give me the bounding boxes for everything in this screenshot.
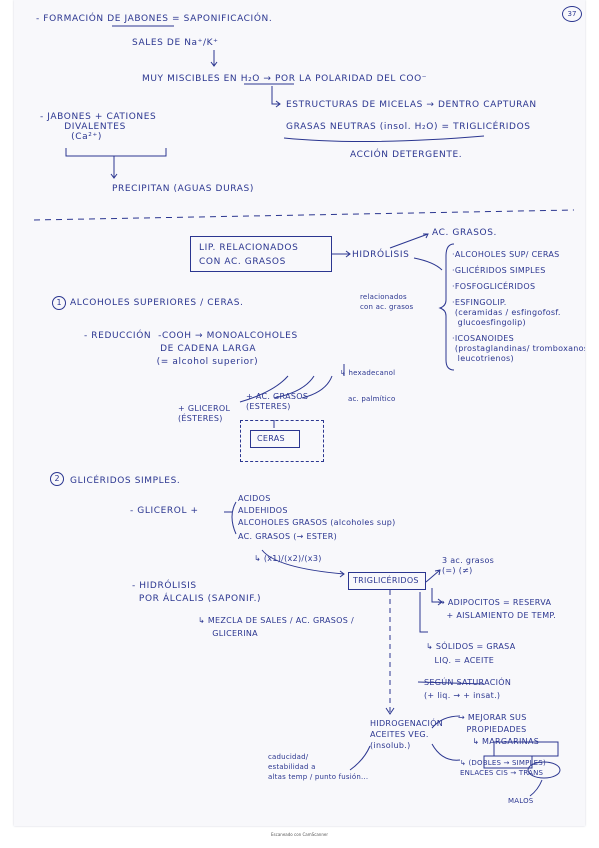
palmitic-note: ac. palmítico — [348, 395, 396, 403]
glycerol-text: - GLICEROL + — [130, 506, 199, 516]
salts-text: SALES DE Na⁺/K⁺ — [132, 38, 219, 48]
page-number-circle: 37 — [562, 6, 582, 22]
glycerol-esters: + GLICEROL (ÉSTERES) — [178, 404, 231, 423]
lipid-list-item: ·GLICÉRIDOS SIMPLES — [452, 266, 546, 275]
bad-label: MALOS — [508, 797, 534, 805]
ceras-box: CERAS — [250, 430, 300, 448]
glycerol-branch: AC. GRASOS (→ ESTER) — [238, 532, 338, 541]
glycerol-branch: ALCOHOLES GRASOS (alcoholes sup) — [238, 518, 396, 527]
section-1-title: ALCOHOLES SUPERIORES / CERAS. — [70, 298, 244, 308]
alkali-hydrolysis-text: - HIDRÓLISIS POR ÁLCALIS (SAPONIF.) — [132, 581, 262, 604]
miscible-text: MUY MISCIBLES EN H₂O → POR LA POLARIDAD … — [142, 74, 428, 84]
improve-properties-text: → MEJORAR SUS PROPIEDADES ↳ MARGARINAS — [458, 713, 540, 746]
mixture-text: ↳ MEZCLA DE SALES / AC. GRASOS / GLICERI… — [198, 616, 354, 638]
micelles-text: ESTRUCTURAS DE MICELAS → DENTRO CAPTURAN — [286, 100, 537, 110]
detergent-text: ACCIÓN DETERGENTE. — [350, 150, 463, 160]
precipitate-text: PRECIPITAN (AGUAS DURAS) — [112, 184, 254, 194]
hydrolysis-label: HIDRÓLISIS — [352, 250, 410, 260]
ceras-dashed-box — [240, 420, 324, 462]
hydrogenation-text: HIDROGENACIÓN ACEITES VEG. (insolub.) — [370, 719, 444, 750]
solids-liquids-text: ↳ SÓLIDOS = GRASA LIQ. = ACEITE — [426, 642, 516, 665]
lipid-list-item: ·ESFINGOLIP. (ceramidas / esfingofosf. g… — [452, 298, 561, 327]
notebook-page: 37 - FORMACIÓN DE JABONES = SAPONIFICACI… — [14, 0, 585, 826]
triglycerides-label: TRIGLICÉRIDOS — [353, 576, 419, 585]
lipid-list-item: ·ICOSANOIDES (prostaglandinas/ tromboxan… — [452, 334, 585, 363]
reduction-text: - REDUCCIÓN -COOH → MONOALCOHOLES DE CAD… — [84, 331, 298, 367]
soaps-cations-text: - JABONES + CATIONES DIVALENTES (Ca²⁺) — [40, 112, 157, 142]
lipids-box: LIP. RELACIONADOS CON AC. GRASOS — [190, 236, 332, 272]
related-note: relacionados con ac. grasos — [360, 293, 414, 311]
ceras-label: CERAS — [257, 434, 285, 443]
glycerol-branch: ACIDOS — [238, 494, 271, 503]
handwritten-arrows — [33, 25, 575, 797]
section-2-title: GLICÉRIDOS SIMPLES. — [70, 476, 181, 486]
hexadecanol-note: ↳ hexadecanol — [340, 369, 396, 377]
lipid-list-item: ·FOSFOGLICÉRIDOS — [452, 282, 536, 291]
three-fatty-acids-note: 3 ac. grasos (=) (≠) — [442, 556, 495, 575]
section-1-number: 1 — [52, 296, 66, 310]
glycerol-branch: ALDEHIDOS — [238, 506, 288, 515]
triglycerides-box: TRIGLICÉRIDOS — [348, 572, 426, 590]
bonds-text: ↳ (DOBLES → SIMPLES) ENLACES CIS → TRANS — [460, 759, 546, 777]
fatty-acids-esters: + AC. GRASOS (ESTERES) — [246, 392, 309, 411]
scanner-footer: Escaneado con CamScanner — [271, 832, 328, 837]
lipid-list-item: ·ALCOHOLES SUP/ CERAS — [452, 250, 560, 259]
fatty-acids-label: AC. GRASOS. — [432, 228, 497, 238]
counts-text: ↳ (x1)/(x2)/(x3) — [254, 554, 322, 563]
saturation-text: SEGÚN SATURACIÓN (+ liq. → + insat.) — [424, 678, 512, 700]
neutral-fats-text: GRASAS NEUTRAS (insol. H₂O) = TRIGLICÉRI… — [286, 122, 531, 132]
adipocytes-text: → ADIPOCITOS = RESERVA + AISLAMIENTO DE … — [438, 598, 557, 620]
lipids-box-text: LIP. RELACIONADOS CON AC. GRASOS — [199, 243, 299, 267]
expiry-note: caducidad/ estabilidad a altas temp / pu… — [268, 753, 369, 781]
section-2-number: 2 — [50, 472, 64, 486]
saponification-title: - FORMACIÓN DE JABONES = SAPONIFICACIÓN. — [36, 14, 273, 24]
